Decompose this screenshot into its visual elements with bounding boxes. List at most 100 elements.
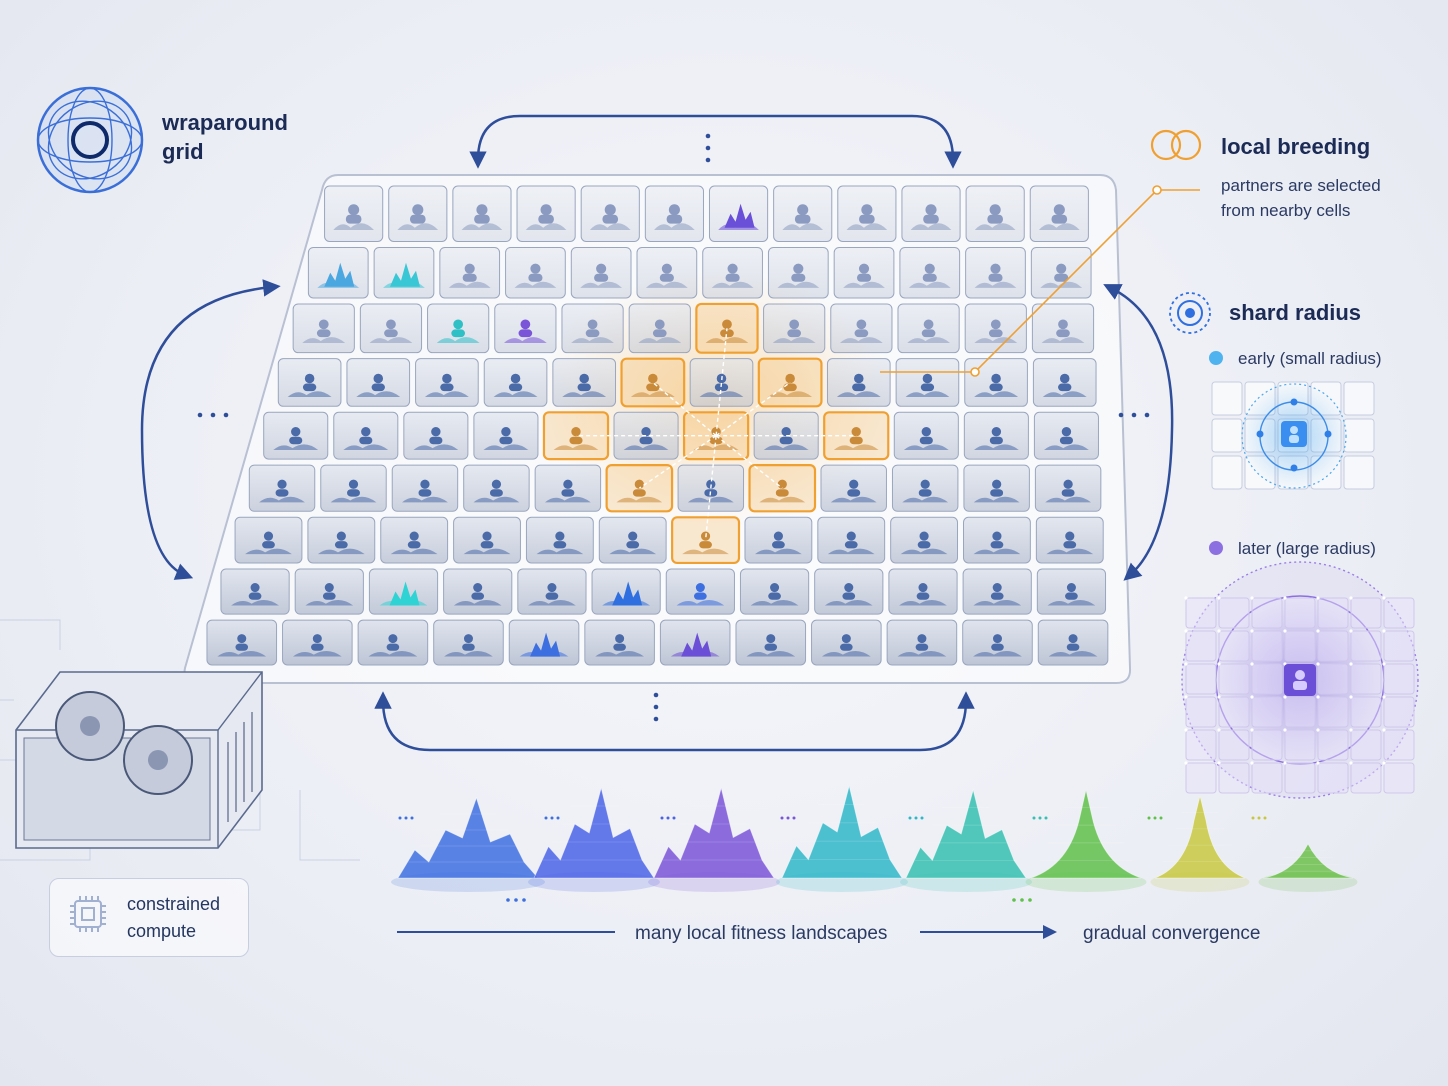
- person-icon: [604, 204, 616, 216]
- grid-cell: [659, 619, 731, 666]
- person-body: [594, 273, 609, 282]
- grid-cell: [320, 464, 387, 512]
- mini-dot: [1283, 596, 1287, 600]
- connector-dot: [666, 816, 670, 820]
- grid-cell: [443, 568, 513, 615]
- mini-dot: [1283, 629, 1287, 633]
- wraparound-arrows: [140, 114, 1174, 752]
- grid-cell: [965, 246, 1026, 299]
- person-body: [302, 383, 317, 392]
- fitness-peak-icon: [839, 337, 883, 344]
- person-body: [561, 489, 575, 497]
- person-icon: [1056, 263, 1067, 274]
- grid-cell: [359, 303, 423, 354]
- fitness-landscape: [1258, 843, 1358, 892]
- mini-cell: [1350, 630, 1382, 662]
- grid-cell: [837, 185, 897, 242]
- fitness-peak-icon: [448, 281, 491, 288]
- person-icon: [442, 373, 452, 384]
- person-body: [345, 214, 362, 224]
- grid-cell: [357, 619, 429, 666]
- person-body: [922, 273, 937, 282]
- fitness-peak-icon: [1044, 444, 1089, 451]
- grid-cell: [505, 246, 566, 299]
- person-icon: [318, 319, 329, 330]
- fitness-peak-icon: [897, 651, 947, 657]
- fitness-peak-icon: [681, 632, 712, 657]
- grid-cell: [439, 246, 501, 299]
- person-body: [794, 214, 811, 224]
- fitness-peak-icon: [231, 600, 279, 606]
- person-icon: [781, 427, 791, 437]
- local-breeding-title: local breeding: [1221, 134, 1371, 159]
- fitness-peak-icon: [453, 600, 502, 606]
- mini-cell: [1317, 630, 1349, 662]
- fitness-peak-icon: [436, 337, 480, 344]
- fitness-peak-icon: [1048, 651, 1098, 657]
- mini-cell: [1343, 418, 1375, 453]
- fitness-peak-icon: [616, 496, 663, 503]
- local-breeding-rings-icon: [1150, 129, 1202, 161]
- person-icon: [841, 634, 851, 644]
- connector-dot: [1020, 898, 1024, 902]
- person-icon: [991, 373, 1001, 384]
- fitness-peak-icon: [589, 223, 631, 230]
- fitness-peak-icon: [473, 496, 520, 503]
- person-icon: [990, 319, 1001, 330]
- grid-cell: [962, 568, 1032, 615]
- person-body: [553, 541, 567, 549]
- fitness-peak-icon: [402, 496, 448, 503]
- person-body: [768, 592, 781, 600]
- person-icon: [453, 319, 464, 330]
- person-body: [410, 214, 426, 224]
- grid-cell: [671, 516, 741, 565]
- person-body: [991, 643, 1004, 651]
- person-icon: [530, 263, 541, 274]
- connector-dot: [506, 898, 510, 902]
- person-icon: [770, 583, 780, 593]
- mini-dot: [1184, 695, 1188, 699]
- person-icon: [491, 479, 502, 489]
- person-body: [489, 489, 503, 497]
- mini-cell: [1350, 696, 1382, 728]
- mini-dot: [1250, 596, 1254, 600]
- fitness-landscapes-row: [391, 785, 1358, 902]
- grid-cell: [561, 303, 624, 354]
- connector-dot: [514, 898, 518, 902]
- fitness-peak-icon: [973, 496, 1020, 503]
- person-body: [1056, 329, 1070, 338]
- person-body: [856, 273, 872, 282]
- person-icon: [579, 373, 589, 384]
- connector-dot: [660, 816, 664, 820]
- person-icon: [661, 263, 672, 274]
- person-body: [847, 489, 861, 497]
- person-body: [528, 273, 543, 282]
- person-body: [772, 541, 785, 549]
- fitness-peak-icon: [553, 444, 599, 451]
- person-icon: [695, 583, 705, 593]
- person-icon: [920, 479, 930, 489]
- grid-cell: [391, 464, 459, 512]
- person-body: [462, 643, 475, 651]
- person-icon: [793, 263, 804, 274]
- fitness-peak-icon: [292, 651, 342, 657]
- fitness-peak-icon: [595, 651, 644, 657]
- person-body: [386, 643, 400, 651]
- left-wrap-arrow: [140, 279, 281, 580]
- person-icon: [237, 634, 247, 644]
- person-icon: [668, 204, 680, 216]
- fitness-peak-icon: [333, 223, 374, 230]
- fitness-peak-icon: [444, 651, 493, 657]
- wraparound-torus-icon: [36, 86, 144, 194]
- grid-cell: [739, 568, 810, 615]
- connector-dot: [1147, 816, 1151, 820]
- shard-radius-target-icon: [1169, 292, 1211, 334]
- connector-dot: [1012, 898, 1016, 902]
- connector-dot: [550, 816, 554, 820]
- person-icon: [388, 634, 398, 644]
- person-body: [462, 273, 477, 282]
- connector-dot: [410, 816, 414, 820]
- fitness-peak-icon: [846, 223, 888, 230]
- grid-cell: [263, 411, 329, 460]
- person-body: [418, 489, 432, 497]
